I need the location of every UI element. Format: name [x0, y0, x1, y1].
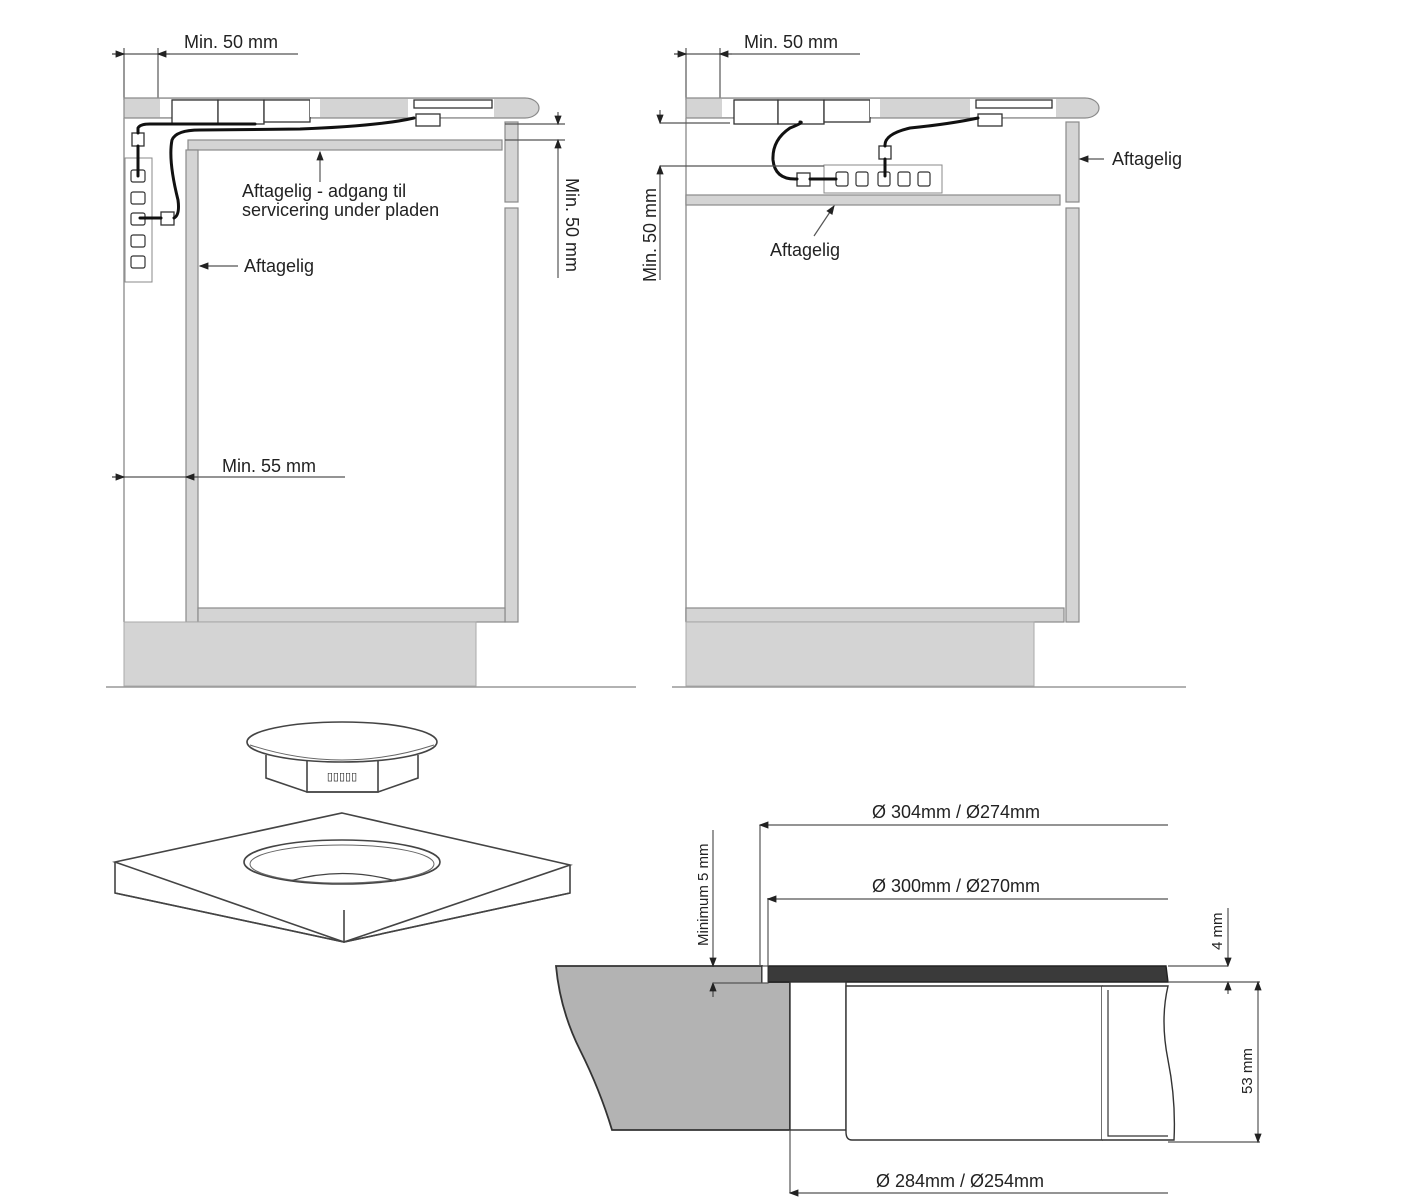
left-cabinet-diagram: Min. 50 mm	[106, 48, 636, 688]
left-removable-service-label-1: Aftagelig - adgang til	[242, 181, 406, 201]
left-dim-right-label: Min. 50 mm	[562, 178, 582, 272]
left-dim-side-label: Min. 55 mm	[222, 456, 316, 476]
right-dim-top-label: Min. 50 mm	[744, 32, 838, 52]
right-dim-left-label: Min. 50 mm	[640, 188, 660, 282]
dim-inner-diameter-label: Ø 300mm / Ø270mm	[872, 876, 1040, 896]
right-removable-side-label: Aftagelig	[1112, 149, 1182, 169]
dim-bottom-diameter-label: Ø 284mm / Ø254mm	[876, 1171, 1044, 1191]
dim-outer-diameter-label: Ø 304mm / Ø274mm	[872, 802, 1040, 822]
left-dim-top-label: Min. 50 mm	[184, 32, 278, 52]
left-removable-service-label-2: servicering under pladen	[242, 200, 439, 220]
isometric-assembly: ▯▯▯▯▯	[112, 721, 573, 943]
dim-glass-label: 4 mm	[1209, 913, 1226, 951]
right-removable-shelf-label: Aftagelig	[770, 240, 840, 260]
unit-connector-glyph: ▯▯▯▯▯	[327, 771, 357, 783]
dim-height-label: 53 mm	[1239, 1048, 1256, 1094]
left-removable-side-label: Aftagelig	[244, 256, 314, 276]
right-cabinet-diagram: Min. 50 mm	[640, 48, 1186, 688]
cross-section-detail	[555, 821, 1262, 1197]
dim-min-gap-label: Minimum 5 mm	[695, 843, 712, 946]
